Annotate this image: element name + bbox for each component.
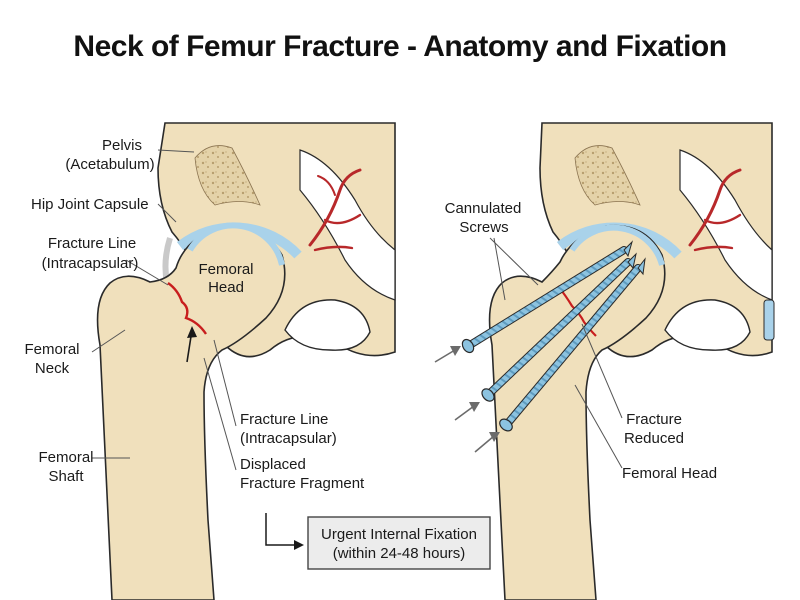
right-pelvis-spongy-bone xyxy=(574,145,641,206)
cannulated-screw-2 xyxy=(481,252,637,402)
fracture-line-top-label-line1: Fracture Line xyxy=(48,235,136,252)
screws-label-line2: Screws xyxy=(459,219,508,236)
left-hip-panel xyxy=(96,122,396,600)
right-femoral-head-cartilage xyxy=(569,224,665,266)
femoral-neck-label-line2: Neck xyxy=(35,360,70,377)
femoral-neck-label-line1: Femoral xyxy=(24,341,79,358)
right-pubic-cartilage xyxy=(763,299,775,341)
right-leader-lines xyxy=(489,237,623,469)
left-obturator-foramen xyxy=(284,299,371,351)
fixation-callout-box xyxy=(307,516,491,570)
right-blood-vessels xyxy=(688,168,742,252)
screw-insertion-arrows xyxy=(434,346,500,453)
left-leader-lines xyxy=(91,149,237,471)
right-obturator-foramen xyxy=(664,299,751,351)
left-labels: Pelvis (Acetabulum) Hip Joint Capsule Fr… xyxy=(24,137,365,492)
screws-label-line1: Cannulated xyxy=(445,200,522,217)
right-femur-bone xyxy=(488,224,666,600)
fracture-line-top-label-line2: (Intracapsular) xyxy=(42,255,139,272)
displaced-fragment-label-line1: Displaced xyxy=(240,456,306,473)
femoral-shaft-label-line1: Femoral xyxy=(38,449,93,466)
pelvis-label-line2: (Acetabulum) xyxy=(65,156,154,173)
right-hip-panel xyxy=(434,122,775,600)
capsule-label: Hip Joint Capsule xyxy=(31,196,149,213)
fracture-line-bottom-label-line2: (Intracapsular) xyxy=(240,430,337,447)
left-blood-vessels xyxy=(308,168,362,252)
callout-line1: Urgent Internal Fixation xyxy=(321,526,477,543)
cannulated-screw-1 xyxy=(461,240,634,354)
pelvis-label-line1: Pelvis xyxy=(102,137,142,154)
fracture-reduced-label-line2: Reduced xyxy=(624,430,684,447)
femoral-head-label-line2: Head xyxy=(208,279,244,296)
displaced-fragment-label-line2: Fracture Fragment xyxy=(240,475,365,492)
left-pelvis-spongy-bone xyxy=(194,145,261,206)
left-displacement-arrowhead xyxy=(187,326,197,338)
fracture-reduced-label-line1: Fracture xyxy=(626,411,682,428)
cannulated-screw-3 xyxy=(499,257,646,432)
callout-line2: (within 24-48 hours) xyxy=(333,545,466,562)
right-femoral-head-label: Femoral Head xyxy=(622,465,717,482)
right-labels: Cannulated Screws Fracture Reduced Femor… xyxy=(445,200,717,482)
fracture-line-bottom-label-line1: Fracture Line xyxy=(240,411,328,428)
femoral-head-label-line1: Femoral xyxy=(198,261,253,278)
diagram-title: Neck of Femur Fracture - Anatomy and Fix… xyxy=(73,30,727,63)
femoral-shaft-label-line2: Shaft xyxy=(48,468,84,485)
left-fracture-line xyxy=(167,282,207,335)
fixation-callout: Urgent Internal Fixation (within 24-48 h… xyxy=(265,513,491,570)
left-femoral-head-cartilage xyxy=(187,222,285,266)
